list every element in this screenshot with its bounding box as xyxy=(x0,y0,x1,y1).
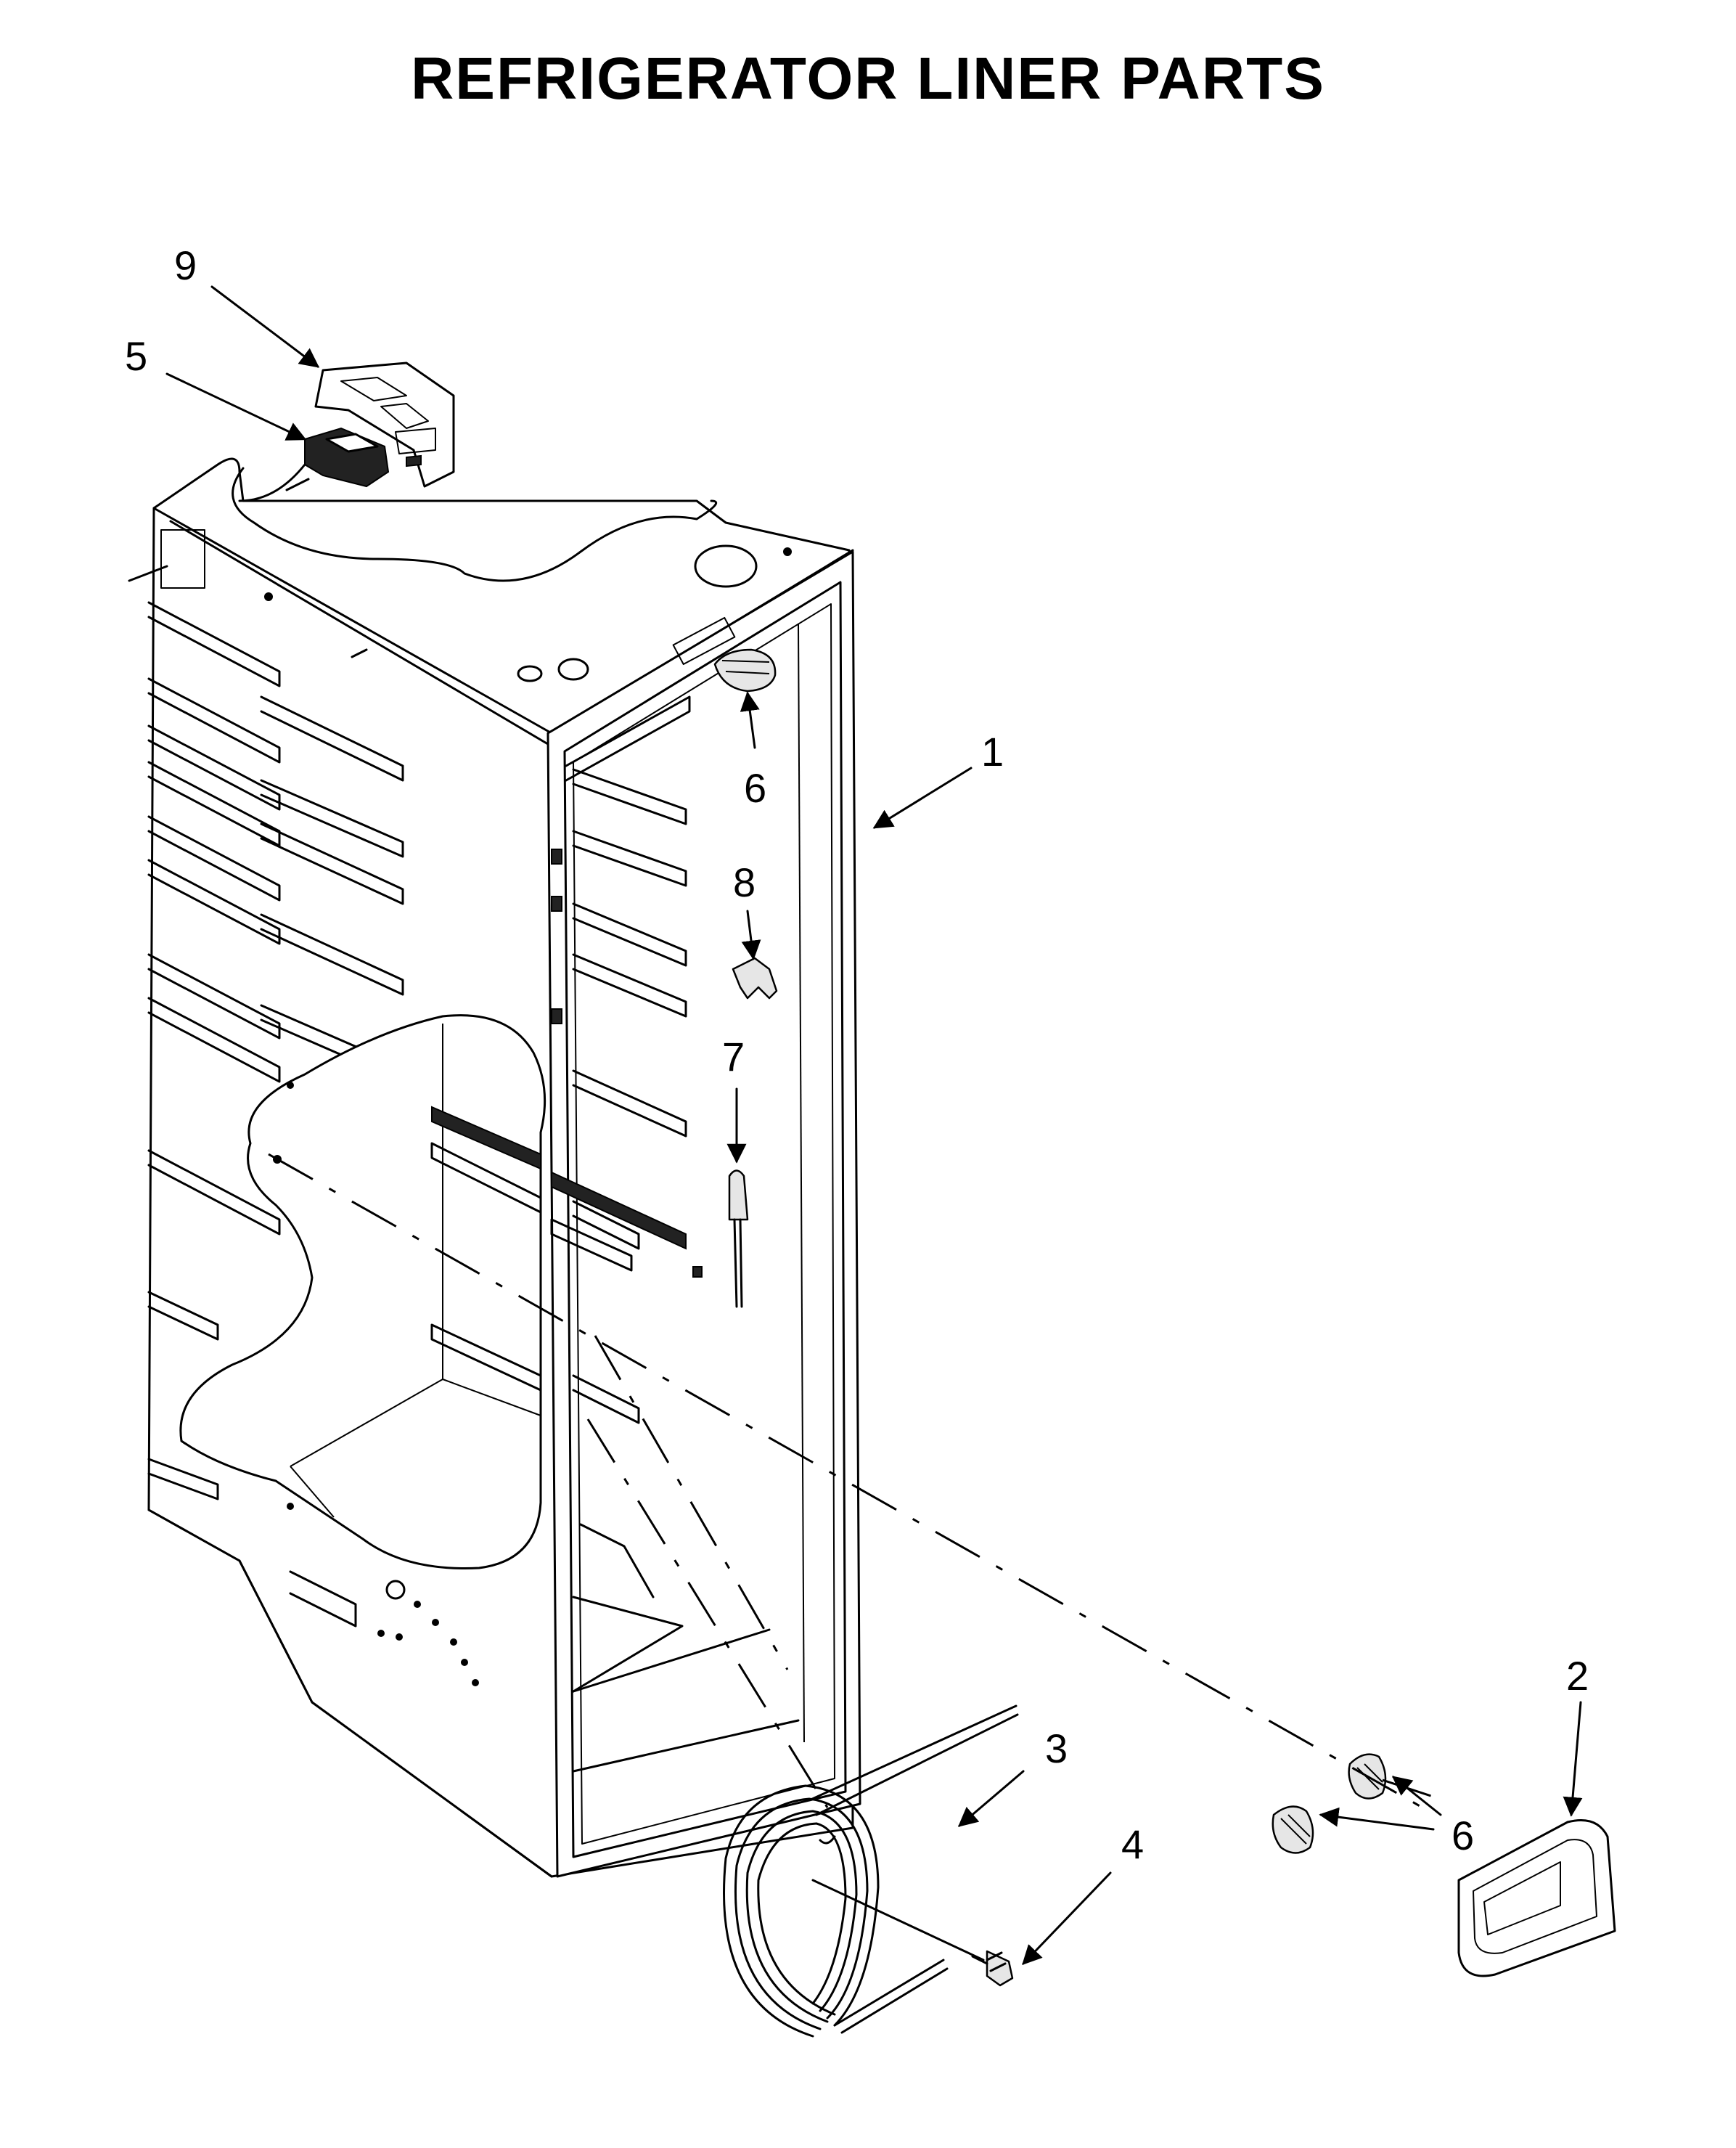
screw-part-4 xyxy=(971,1950,1014,1987)
callout-2: 2 xyxy=(1566,1653,1589,1699)
cover-part-2 xyxy=(1457,1819,1616,1977)
callout-7: 7 xyxy=(722,1034,745,1079)
clip-part-8 xyxy=(732,957,778,1000)
tubing-part-3 xyxy=(723,1704,1019,2038)
callout-6-top: 6 xyxy=(744,765,766,811)
callout-6-bottom: 6 xyxy=(1452,1813,1474,1858)
callout-4: 4 xyxy=(1121,1821,1144,1867)
light-socket-part-6-b xyxy=(1272,1805,1314,1854)
callout-5: 5 xyxy=(125,333,147,379)
damper-part-5 xyxy=(238,427,390,502)
diagram-title: REFRIGERATOR LINER PARTS xyxy=(411,46,1325,112)
liner-part-1 xyxy=(128,457,861,1878)
callout-9: 9 xyxy=(174,242,197,288)
thermistor-part-7 xyxy=(728,1169,749,1308)
control-housing-part-9 xyxy=(314,362,455,488)
callout-3: 3 xyxy=(1045,1726,1068,1771)
callout-1: 1 xyxy=(981,729,1004,775)
callout-8: 8 xyxy=(733,859,756,905)
light-socket-part-6-top xyxy=(713,648,777,693)
leader-arrows xyxy=(165,285,1583,1965)
